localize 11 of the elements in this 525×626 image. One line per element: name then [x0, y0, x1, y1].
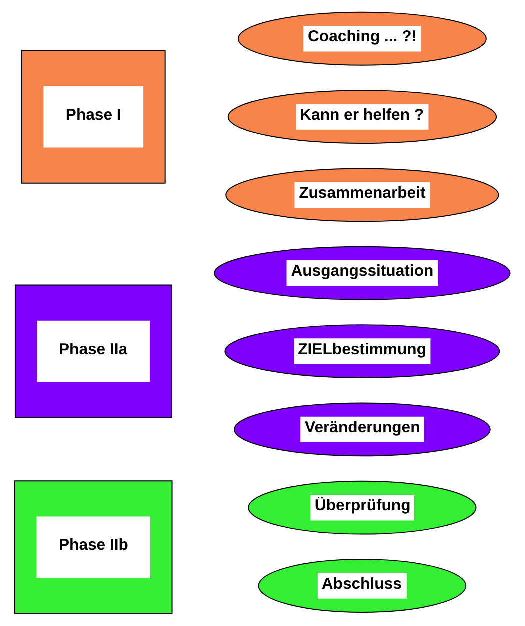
node-ellipse: ZIELbestimmung	[224, 324, 500, 378]
node-ellipse: Überprüfung	[248, 480, 477, 535]
node-ellipse: Veränderungen	[234, 402, 491, 457]
node-ellipse: Zusammenarbeit	[226, 168, 500, 222]
node-box: Phase IIa	[14, 284, 172, 418]
node-ellipse: Kann er helfen ?	[228, 90, 498, 144]
node-ellipse: Abschluss	[258, 559, 467, 613]
node-box: Phase IIb	[14, 480, 173, 614]
node-ellipse: Ausgangssituation	[214, 246, 511, 300]
node-box: Phase I	[21, 50, 166, 184]
node-ellipse: Coaching ... ?!	[238, 12, 487, 66]
